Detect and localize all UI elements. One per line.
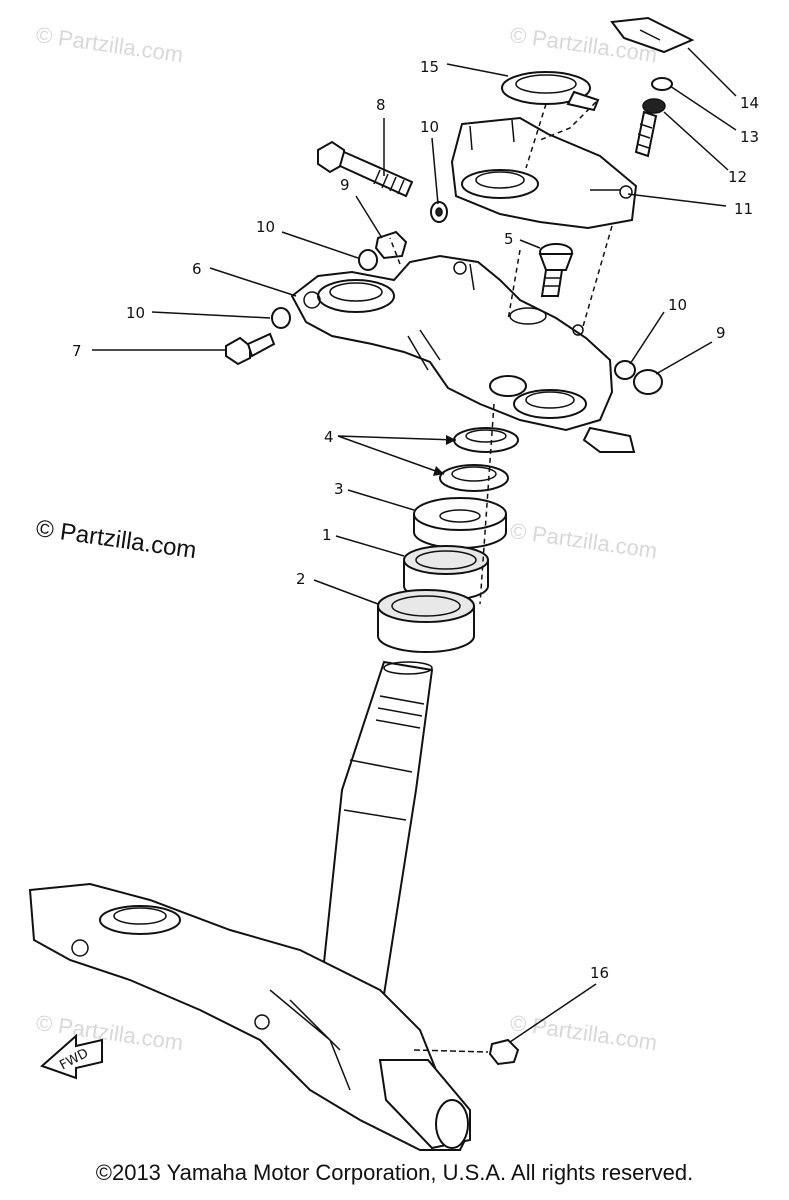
callout-15: 15 <box>420 58 439 76</box>
callout-10: 10 <box>668 296 687 314</box>
callout-5: 5 <box>504 230 514 248</box>
callout-3: 3 <box>334 480 344 498</box>
part-4-ring-nut-lower <box>439 464 509 492</box>
part-16-nut <box>413 1038 520 1066</box>
callout-13: 13 <box>740 128 759 146</box>
copyright-notice: ©2013 Yamaha Motor Corporation, U.S.A. A… <box>95 1160 694 1185</box>
callout-4: 4 <box>324 428 334 446</box>
callout-labels: 15 8 10 14 13 12 11 9 10 5 6 10 7 10 9 4… <box>72 58 759 982</box>
part-10-washer-upper <box>430 201 448 223</box>
callout-10: 10 <box>126 304 145 322</box>
part-6-lower-bracket <box>290 254 636 453</box>
callout-8: 8 <box>376 96 386 114</box>
callout-14: 14 <box>740 94 759 112</box>
callout-9: 9 <box>716 324 726 342</box>
part-10-washer-mid <box>271 307 291 329</box>
leader-lines <box>92 47 737 1043</box>
callout-2: 2 <box>296 570 306 588</box>
part-7-bolt <box>225 332 276 366</box>
part-3-dust-seal <box>413 497 507 549</box>
part-9-nut-right <box>633 369 663 395</box>
callout-12: 12 <box>728 168 747 186</box>
assembly-lines <box>389 101 613 605</box>
callout-10: 10 <box>420 118 439 136</box>
callout-16: 16 <box>590 964 609 982</box>
part-10-washer-right <box>614 360 636 380</box>
callout-9: 9 <box>340 176 350 194</box>
part-8-bolt <box>317 140 414 198</box>
part-12-bolt <box>634 98 666 158</box>
part-11-upper-bracket <box>450 116 638 230</box>
callout-10: 10 <box>256 218 275 236</box>
part-14-cap <box>610 16 695 54</box>
part-5-bolt <box>538 243 574 297</box>
part-10-washer-left <box>358 249 378 271</box>
part-13-washer <box>651 77 673 91</box>
part-15-cover <box>501 71 600 112</box>
part-2-bearing <box>377 589 475 653</box>
forward-arrow-icon: FWD <box>40 1033 103 1080</box>
callout-6: 6 <box>192 260 202 278</box>
callout-7: 7 <box>72 342 82 360</box>
lower-crown <box>28 882 472 1151</box>
callout-1: 1 <box>322 526 332 544</box>
callout-11: 11 <box>734 200 753 218</box>
part-9-nut-upper <box>374 230 408 260</box>
steering-stem <box>316 660 434 1021</box>
part-4-ring-nut-upper <box>453 427 519 453</box>
